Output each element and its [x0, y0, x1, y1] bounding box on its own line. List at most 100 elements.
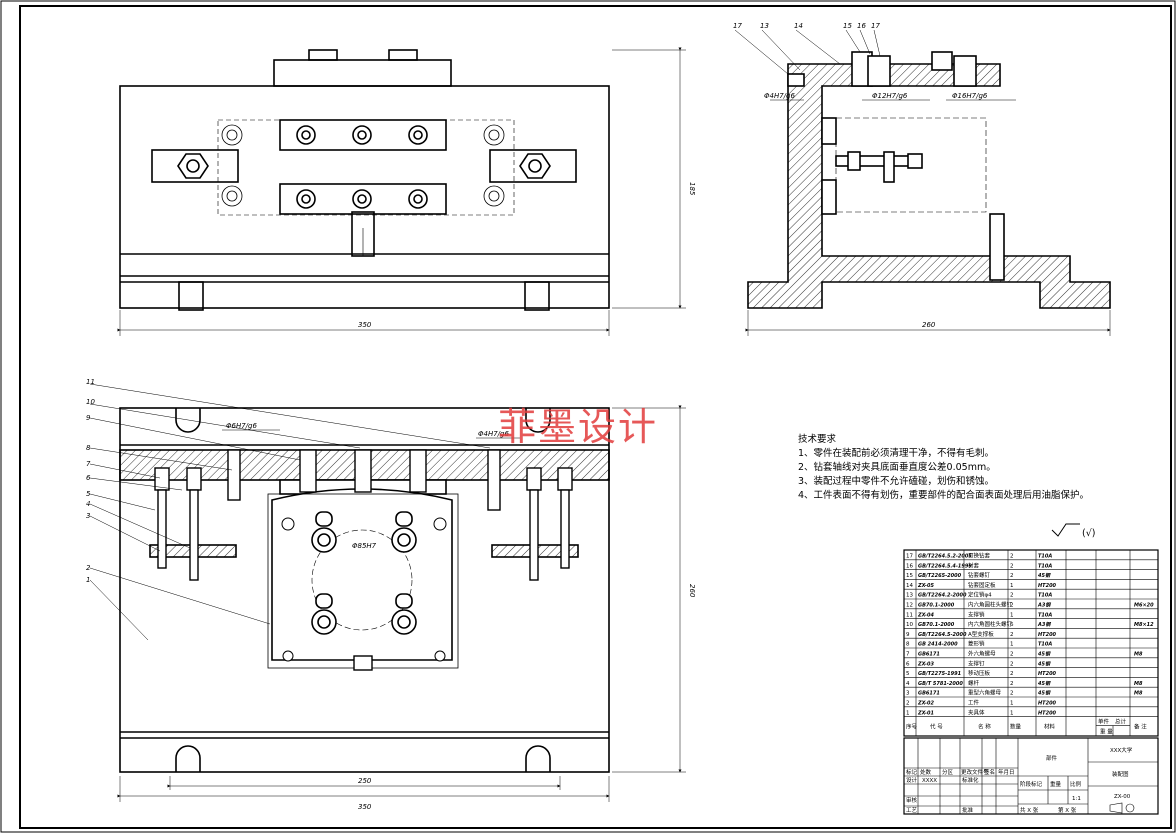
bom-row-code: GB/T2265-2000: [918, 573, 962, 579]
bom-row-qty: 2: [1010, 652, 1014, 658]
tech-req-title: 技术要求: [798, 433, 837, 445]
bottom-balloon-7: 7: [86, 460, 91, 468]
bom-row-material: HT200: [1038, 701, 1057, 707]
side-balloon-15: 15: [843, 22, 852, 30]
bom-row-material: HT200: [1038, 710, 1057, 716]
bom-row-material: 45钢: [1038, 680, 1051, 687]
bom-row-note: M8: [1134, 691, 1143, 697]
bottom-view-leaders: [89, 383, 686, 802]
tb-scale-label: 比例: [1070, 780, 1082, 788]
tb-review: 审核: [906, 796, 918, 804]
bom-row-material: T10A: [1038, 554, 1052, 560]
bom-row-no: 8: [906, 642, 910, 648]
bom-header-no: 序号: [906, 723, 918, 731]
side-width-dim: 260: [922, 321, 936, 329]
bom-row-name: 内六角圆柱头螺钉: [968, 601, 1013, 609]
bottom-inner-width-dim: 250: [358, 777, 372, 785]
bom-row-no: 1: [906, 710, 910, 716]
bom-row-qty: 2: [1010, 603, 1014, 609]
bom-row-code: ZX-01: [917, 710, 934, 716]
bom-row-qty: 1: [1010, 612, 1014, 618]
bom-row-qty: 6: [1010, 622, 1014, 628]
bom-header-code: 代 号: [930, 723, 943, 731]
tech-requirements: 技术要求 1、零件在装配前必须清理干净，不得有毛刺。 2、钻套轴线对夹具底面垂直…: [798, 433, 1089, 501]
bom-row-no: 2: [906, 701, 910, 707]
bom-row-material: T10A: [1038, 612, 1052, 618]
bom-row-qty: 1: [1010, 710, 1014, 716]
bom-header-note: 备 注: [1134, 723, 1147, 731]
bottom-balloons: 11 10 9 8 7 6 5 4 3 2 1: [86, 378, 95, 584]
bom-row-no: 17: [906, 554, 913, 560]
bom-row-name: 衬套: [968, 561, 980, 569]
bom-row-no: 14: [906, 583, 913, 589]
bom-row-code: GB/T2264.5.4-1999: [918, 563, 972, 569]
bom-row-no: 3: [906, 691, 910, 697]
bom-row-qty: 2: [1010, 691, 1014, 697]
bottom-fit-1: Φ6H7/g6: [226, 422, 257, 430]
bom-row-material: T10A: [1038, 563, 1052, 569]
bom-row-qty: 2: [1010, 554, 1014, 560]
bom-row-code: GB/T 5781-2000: [918, 681, 963, 687]
bom-row-code: GB/T2264.2-2000: [918, 593, 967, 599]
bom-row-code: GB/T2264.5.2-2005: [918, 554, 972, 560]
bottom-width-dim: 350: [358, 803, 372, 811]
bore-fit: Φ85H7: [352, 542, 377, 550]
bom-row-code: GB6171: [918, 652, 940, 658]
bottom-height-dim: 260: [688, 584, 696, 598]
bom-header-material: 材料: [1044, 723, 1056, 731]
bom-row-name: 钻套螺钉: [968, 571, 991, 579]
tb-process: 工艺: [906, 807, 918, 814]
tb-weight: 重量: [1050, 780, 1062, 788]
top-view-bolts: [177, 124, 551, 209]
tb-part: 部件: [1046, 754, 1058, 762]
bom-row-name: 钻套固定板: [968, 581, 996, 589]
tb-drawing-no: ZX-00: [1114, 794, 1131, 800]
bom-row-name: 菱形销: [968, 640, 985, 648]
bom-row-code: ZX-05: [917, 583, 934, 589]
bom-row-note: M8: [1134, 681, 1143, 687]
bom-row-material: 45钢: [1038, 651, 1051, 658]
bom-row-name: 支撑钉: [968, 659, 985, 667]
side-balloon-14: 14: [794, 22, 803, 30]
bom-header-weight: 重 量: [1100, 728, 1113, 736]
top-width-dim: 350: [358, 321, 372, 329]
tb-standard: 标准化: [962, 776, 979, 784]
bom-row-no: 16: [906, 563, 913, 569]
inner-border: [19, 5, 1172, 829]
tb-zone: 分区: [942, 768, 954, 776]
tb-stage: 阶段标记: [1020, 780, 1043, 788]
tb-design-name: XXXX: [922, 778, 937, 784]
bottom-view-studs: [154, 449, 573, 671]
bottom-balloon-11: 11: [86, 378, 95, 386]
bottom-balloon-10: 10: [86, 398, 95, 406]
tech-req-1: 1、零件在装配前必须清理干净，不得有毛刺。: [798, 447, 994, 459]
bottom-balloon-3: 3: [86, 512, 90, 520]
tb-count: 处数: [920, 768, 932, 776]
bom-row-note: M8×12: [1134, 622, 1154, 628]
tb-approve: 批准: [962, 806, 974, 814]
side-balloon-17b: 17: [871, 22, 880, 30]
bottom-balloon-9: 9: [86, 414, 91, 422]
tech-req-2: 2、钻套轴线对夹具底面垂直度公差0.05mm。: [798, 461, 996, 473]
bom-row-no: 9: [906, 632, 910, 638]
bom-row-qty: 2: [1010, 661, 1014, 667]
bom-row-no: 11: [906, 612, 913, 618]
tb-scale: 1:1: [1072, 796, 1081, 802]
side-workpiece-outline: [835, 117, 987, 213]
bom-row-note: M6×20: [1134, 603, 1154, 609]
bom-row-qty: 2: [1010, 681, 1014, 687]
bom-row-code: GB/T2275-1991: [918, 671, 961, 677]
bom-row-material: A3钢: [1037, 602, 1051, 609]
bottom-balloon-1: 1: [86, 576, 90, 584]
roughness-symbol: (√): [1051, 523, 1095, 539]
side-fit-2: Φ12H7/g6: [872, 92, 908, 100]
bom-header-total: 总计: [1115, 718, 1127, 726]
bom-row-material: HT200: [1038, 583, 1057, 589]
bom-row-no: 12: [906, 603, 913, 609]
side-fit-1: Φ4H7/g6: [764, 92, 795, 100]
bom-row-qty: 2: [1010, 563, 1014, 569]
bom-row-code: ZX-02: [917, 701, 934, 707]
bom-row-name: 工件: [968, 699, 980, 707]
